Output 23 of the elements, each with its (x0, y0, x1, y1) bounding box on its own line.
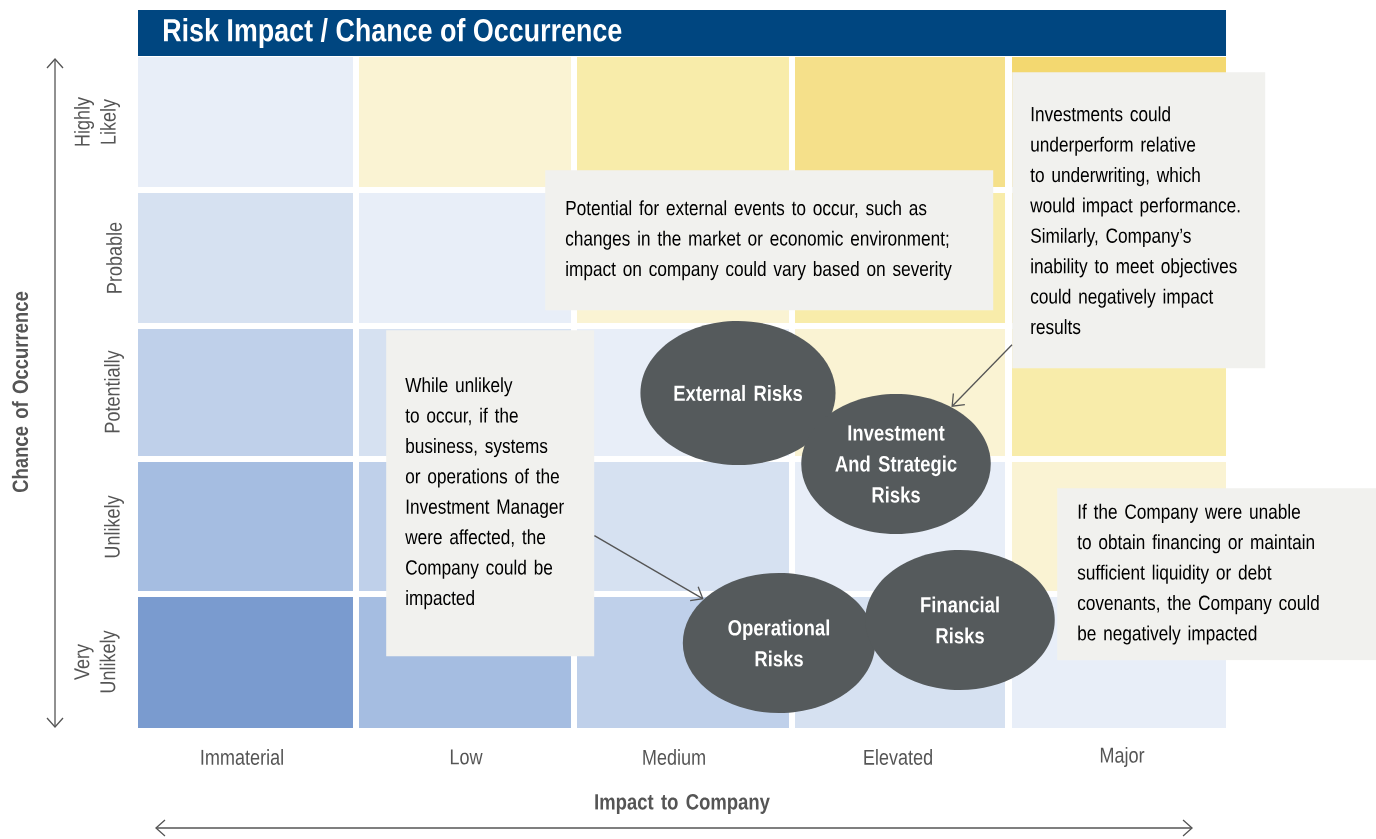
callout-box: If the Company were unable to obtain financing or maintain sufficient liquidity or debt covenants, the Company could be negatively impacted (1057, 488, 1376, 661)
column-label: Major (1100, 747, 1145, 768)
row-label: Potentially (104, 350, 125, 433)
row-label: Highly Likely (74, 96, 121, 146)
row-label: Probable (106, 222, 122, 293)
risk-bubble: External Risks (640, 321, 836, 465)
column-label: Medium (643, 749, 705, 765)
axis-title: Impact to Company (595, 794, 770, 814)
leader-line (593, 535, 704, 602)
callout-box: Investments could underperform relative to underwriting, which would impact performance. Similarly, Company’s inability to meet objectives could negatively impact results (1012, 72, 1266, 369)
row-label: Very Unlikely (74, 630, 120, 693)
row-label: Unlikely (104, 495, 125, 558)
column-label: Immaterial (201, 749, 283, 765)
column-label: Low (450, 749, 483, 765)
risk-bubble: Operational Risks (682, 573, 876, 713)
title-bar: Risk Impact / Chance of Occurrence (138, 10, 1226, 56)
callout-box: While unlikely to occur, if the business, systems or operations of the Investment Manager were affected, the Company could be impacted (386, 330, 595, 657)
risk-bubble: Financial Risks (865, 550, 1055, 690)
axis-title: Chance of Occurrence (11, 291, 29, 493)
risk-bubble: Investment And Strategic Risks (801, 394, 991, 534)
callout-box: Potential for external events to occur, such as changes in the market or economic environment; impact on company could vary based on severity (545, 170, 994, 311)
leader-line (951, 344, 1013, 407)
column-label: Elevated (864, 749, 932, 765)
